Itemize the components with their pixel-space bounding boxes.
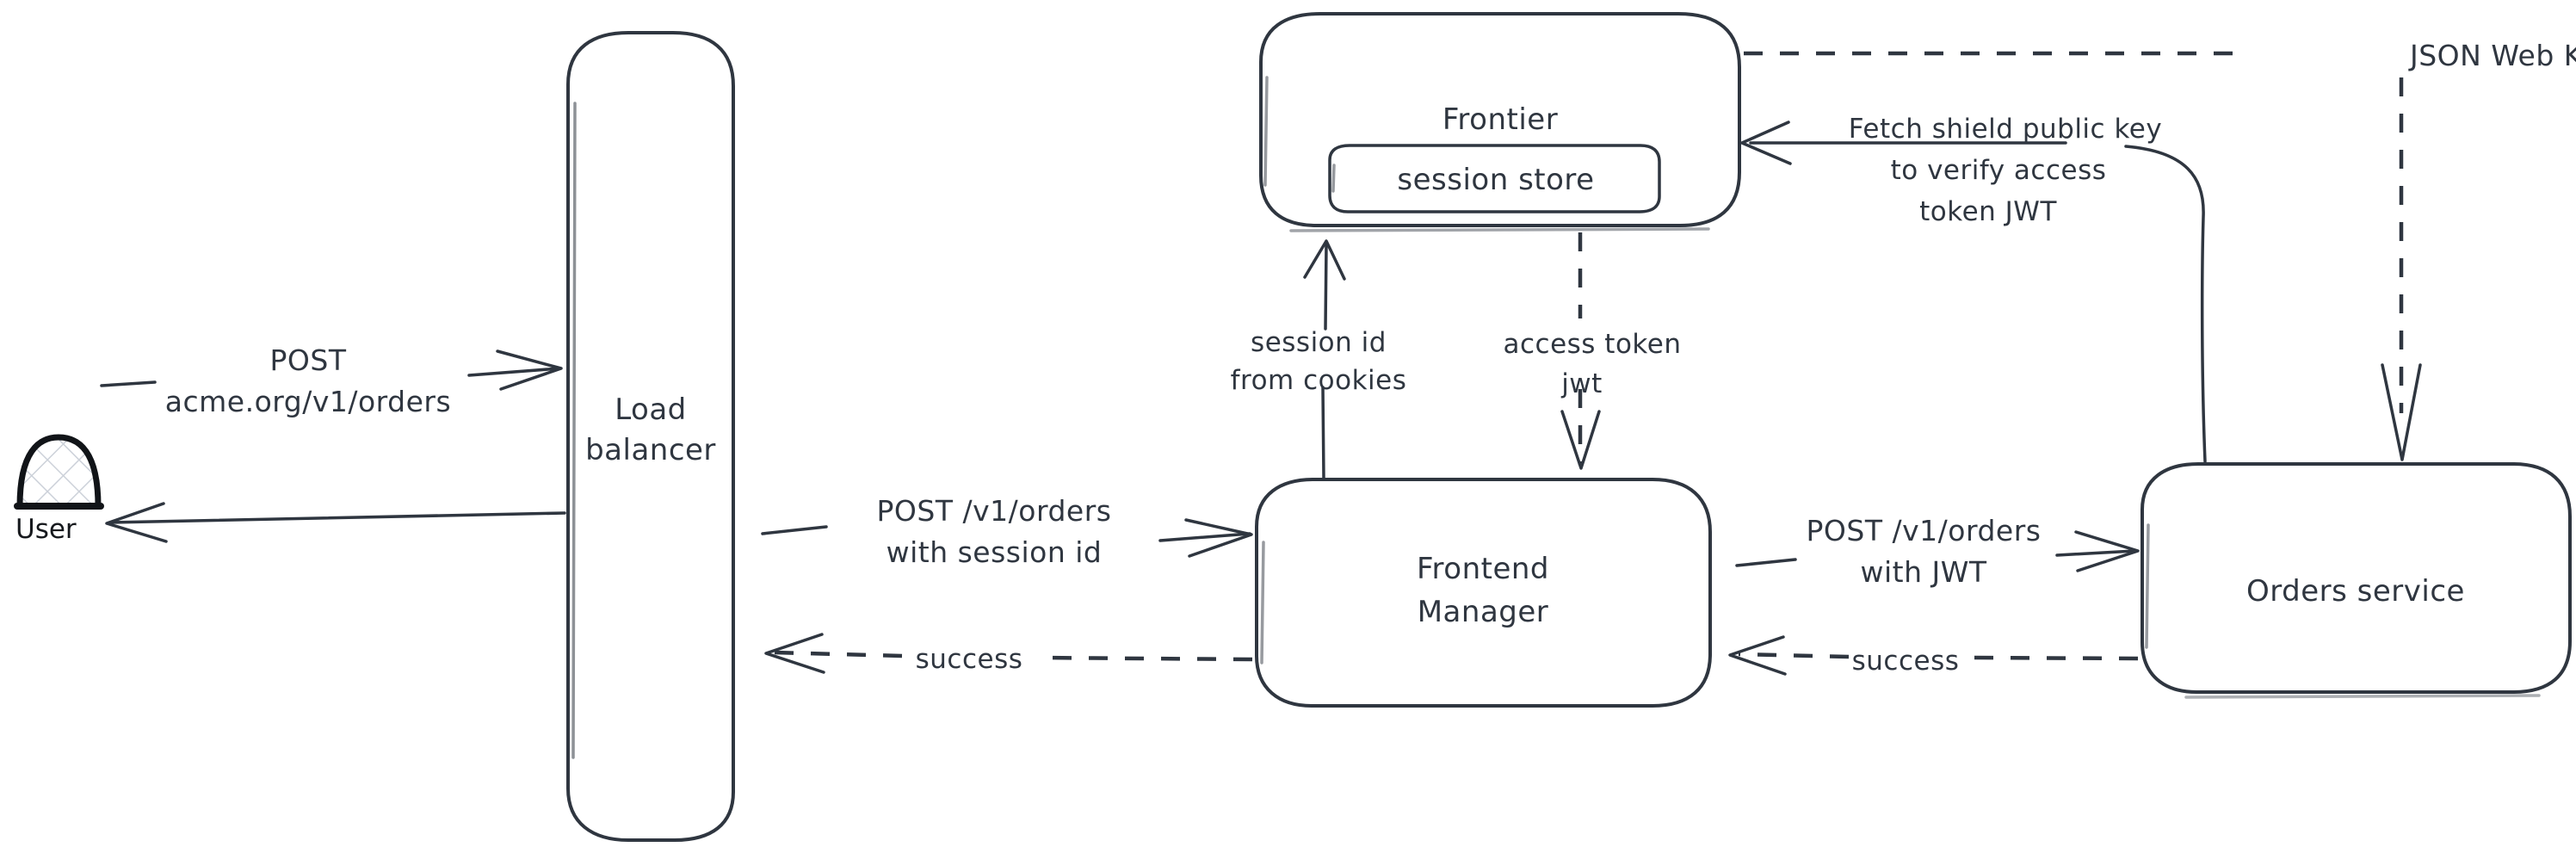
edge-frontier-to-frontend-manager[interactable]: access token jwt — [1503, 232, 1681, 470]
node-session-store-label: session store — [1397, 163, 1594, 197]
edge-frontend-manager-to-frontier[interactable]: session id from cookies — [1231, 239, 1407, 480]
edge-frontier-to-orders-service[interactable]: JSON Web Key Set — [1744, 39, 2576, 461]
edge-orders-service-to-frontier[interactable]: Fetch shield public key to verify access… — [1740, 114, 2207, 463]
edge-frontier-to-fm-label-line2: jwt — [1560, 368, 1603, 399]
edge-user-to-load-balancer[interactable]: POST acme.org/v1/orders — [100, 343, 563, 418]
node-orders-service-label: Orders service — [2246, 574, 2465, 609]
edge-load-balancer-to-frontend-manager[interactable]: POST /v1/orders with session id — [761, 494, 1253, 569]
node-frontier-label: Frontier — [1442, 102, 1558, 137]
node-load-balancer[interactable]: Load balancer — [566, 31, 735, 842]
node-user-label: User — [15, 514, 77, 545]
node-frontend-manager[interactable]: Frontend Manager — [1255, 478, 1712, 708]
node-orders-service[interactable]: Orders service — [2140, 462, 2572, 699]
node-frontend-manager-label-line1: Frontend — [1417, 552, 1549, 586]
edge-load-balancer-to-user[interactable] — [105, 502, 566, 543]
edge-user-to-lb-label-line2: acme.org/v1/orders — [165, 385, 451, 418]
edge-fm-to-frontier-label-line1: session id — [1251, 327, 1387, 358]
node-frontend-manager-label-line2: Manager — [1418, 595, 1549, 629]
edge-lb-to-fm-label-line2: with session id — [886, 535, 1103, 569]
node-load-balancer-label-line2: balancer — [585, 433, 716, 467]
node-load-balancer-label-line1: Load — [615, 393, 687, 427]
edge-orders-to-frontier-label-line2: to verify access — [1891, 155, 2107, 186]
edge-frontend-manager-to-orders-service[interactable]: POST /v1/orders with JWT — [1735, 514, 2140, 589]
node-session-store[interactable]: session store — [1328, 144, 1661, 213]
node-frontier[interactable]: Frontier session store — [1259, 12, 1741, 232]
user-body — [16, 434, 102, 510]
edge-frontier-to-orders-label: JSON Web Key Set — [2408, 39, 2576, 72]
edge-user-to-lb-label-line1: POST — [270, 343, 347, 377]
edge-fm-to-orders-label-line2: with JWT — [1860, 555, 1986, 589]
edge-orders-to-frontier-label-line3: token JWT — [1919, 196, 2057, 227]
edge-lb-to-fm-label-line1: POST /v1/orders — [877, 494, 1112, 528]
edge-orders-service-to-frontend-manager[interactable]: success — [1728, 635, 2139, 677]
edge-fm-to-frontier-label-line2: from cookies — [1231, 365, 1407, 396]
edge-frontend-manager-to-load-balancer[interactable]: success — [764, 633, 1253, 675]
edge-fm-to-lb-label: success — [916, 644, 1023, 675]
edge-frontier-to-fm-label-line1: access token — [1503, 329, 1681, 360]
edge-orders-to-fm-label: success — [1852, 646, 1960, 677]
edge-fm-to-orders-label-line1: POST /v1/orders — [1807, 514, 2042, 547]
node-user[interactable]: User — [14, 375, 104, 545]
edge-orders-to-frontier-label-line1: Fetch shield public key — [1849, 114, 2162, 145]
